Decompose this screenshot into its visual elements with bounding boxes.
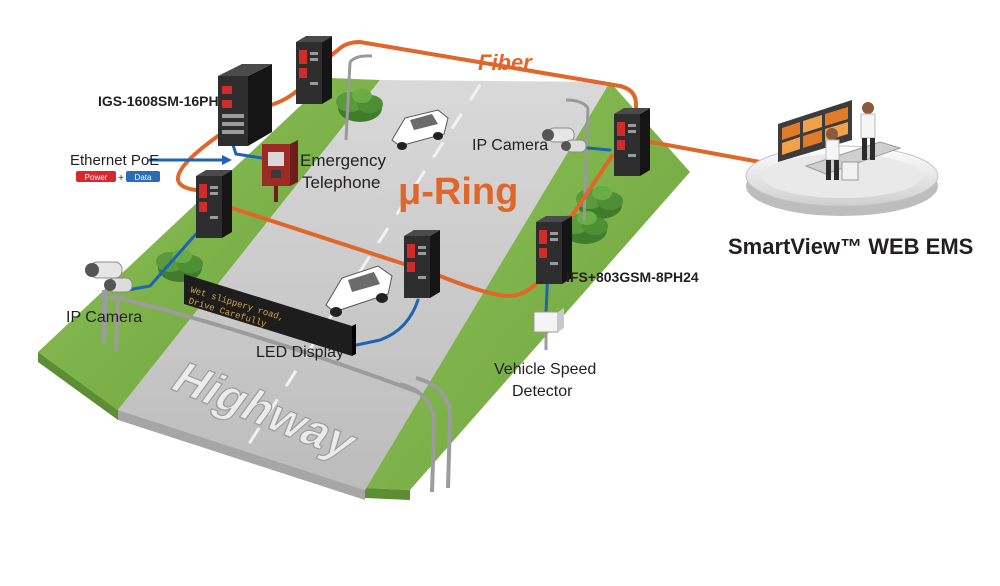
fiber-label: Fiber [478, 50, 533, 75]
vehicle-speed-detector-device [533, 308, 564, 350]
smartview-control-center [745, 100, 939, 216]
road-edge [118, 410, 365, 500]
fiber-link [230, 206, 406, 266]
switch-fiber-top [296, 36, 332, 104]
lamp-pole [582, 107, 590, 221]
poe-plus-text: + [118, 173, 124, 184]
fiber-link [638, 138, 762, 164]
ring-label: μ-Ring [398, 171, 518, 213]
grass-right-edge [365, 488, 410, 500]
fiber-link [298, 39, 638, 118]
operator-chair [841, 161, 859, 181]
gantry-right-post [415, 376, 453, 489]
ems-label: SmartView™ WEB EMS [728, 234, 973, 259]
lamp-arm [348, 54, 373, 64]
gantry-beam [109, 294, 419, 394]
lane-marking [243, 84, 482, 451]
ethernet-poe-label: Ethernet PoE [70, 152, 159, 169]
switch-top-left [218, 64, 272, 146]
switch-ring-left [196, 170, 232, 238]
emergency-telephone-box [262, 140, 298, 202]
switch-top-model-label: IGS-1608SM-16PH [98, 93, 219, 109]
copper-link [586, 146, 612, 152]
poe-data-text: Data [135, 173, 152, 182]
car-far [391, 109, 449, 150]
copper-link [350, 298, 420, 348]
fiber-link [175, 134, 220, 192]
switch-ring-far-right [614, 108, 650, 176]
poe-power-text: Power [85, 173, 108, 182]
labels: Fiber μ-Ring Highway SmartView™ WEB EMS … [66, 50, 973, 468]
grass-right [365, 82, 690, 490]
fiber-link [438, 274, 538, 299]
car-near [325, 265, 393, 317]
vehicle-speed-detector-label-line1: Vehicle Speed [494, 361, 596, 378]
grass-left-edge [38, 352, 118, 420]
operator-person [860, 102, 876, 160]
ip-camera-right-label: IP Camera [472, 137, 548, 154]
ip-camera-left-device [85, 261, 133, 336]
ip-camera-left-label: IP Camera [66, 309, 142, 326]
switch-right-model-label: IFS+803GSM-8PH24 [566, 269, 699, 285]
lamp-pole [344, 61, 352, 141]
copper-link [126, 232, 198, 292]
poe-legend: Power + Data [76, 171, 160, 184]
fiber-link [266, 86, 302, 108]
street-lamps [344, 54, 590, 221]
lamp-arm [565, 98, 590, 109]
poe-arrow-head [222, 155, 232, 165]
poe-power-badge [76, 171, 116, 182]
gantry-right-post [399, 382, 437, 493]
ip-camera-right-device [542, 127, 587, 153]
switch-ring-center [404, 230, 440, 298]
emergency-telephone-label-line1: Emergency [300, 151, 386, 170]
operator-person-seated [825, 128, 840, 180]
led-display-label: LED Display [256, 344, 344, 361]
fiber-link [563, 154, 614, 228]
vehicle-speed-detector-label-line2: Detector [512, 383, 573, 400]
poe-data-badge [126, 171, 160, 182]
emergency-telephone-label-line2: Telephone [302, 173, 380, 192]
